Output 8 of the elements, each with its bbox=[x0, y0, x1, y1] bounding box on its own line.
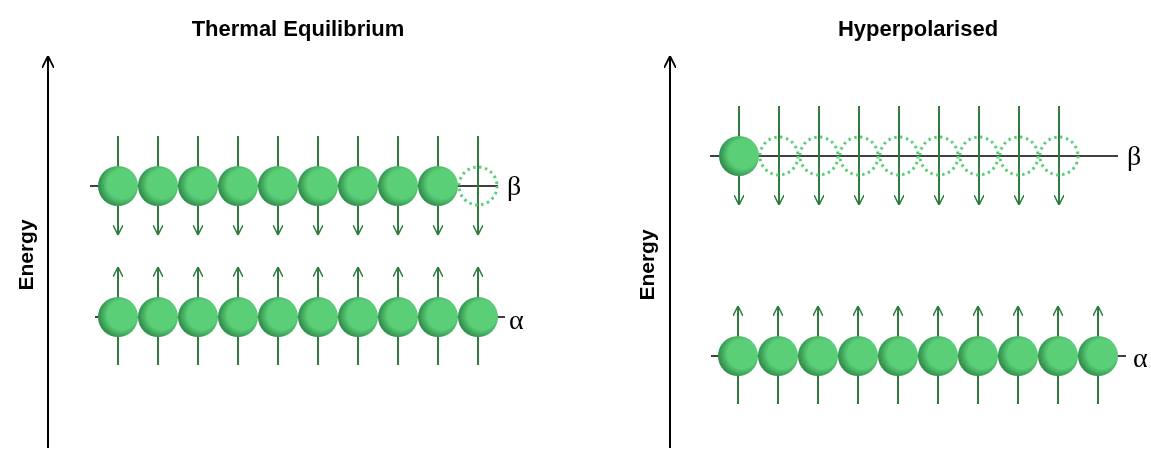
level-label: α bbox=[1133, 342, 1148, 374]
level-label: α bbox=[509, 304, 524, 336]
panel-title: Thermal Equilibrium bbox=[191, 16, 405, 42]
level-label: β bbox=[1127, 140, 1142, 172]
panel-title: Hyperpolarised bbox=[837, 16, 999, 42]
level-label: β bbox=[507, 170, 522, 202]
axis-label: Energy bbox=[14, 219, 38, 291]
axis-label: Energy bbox=[635, 229, 659, 301]
